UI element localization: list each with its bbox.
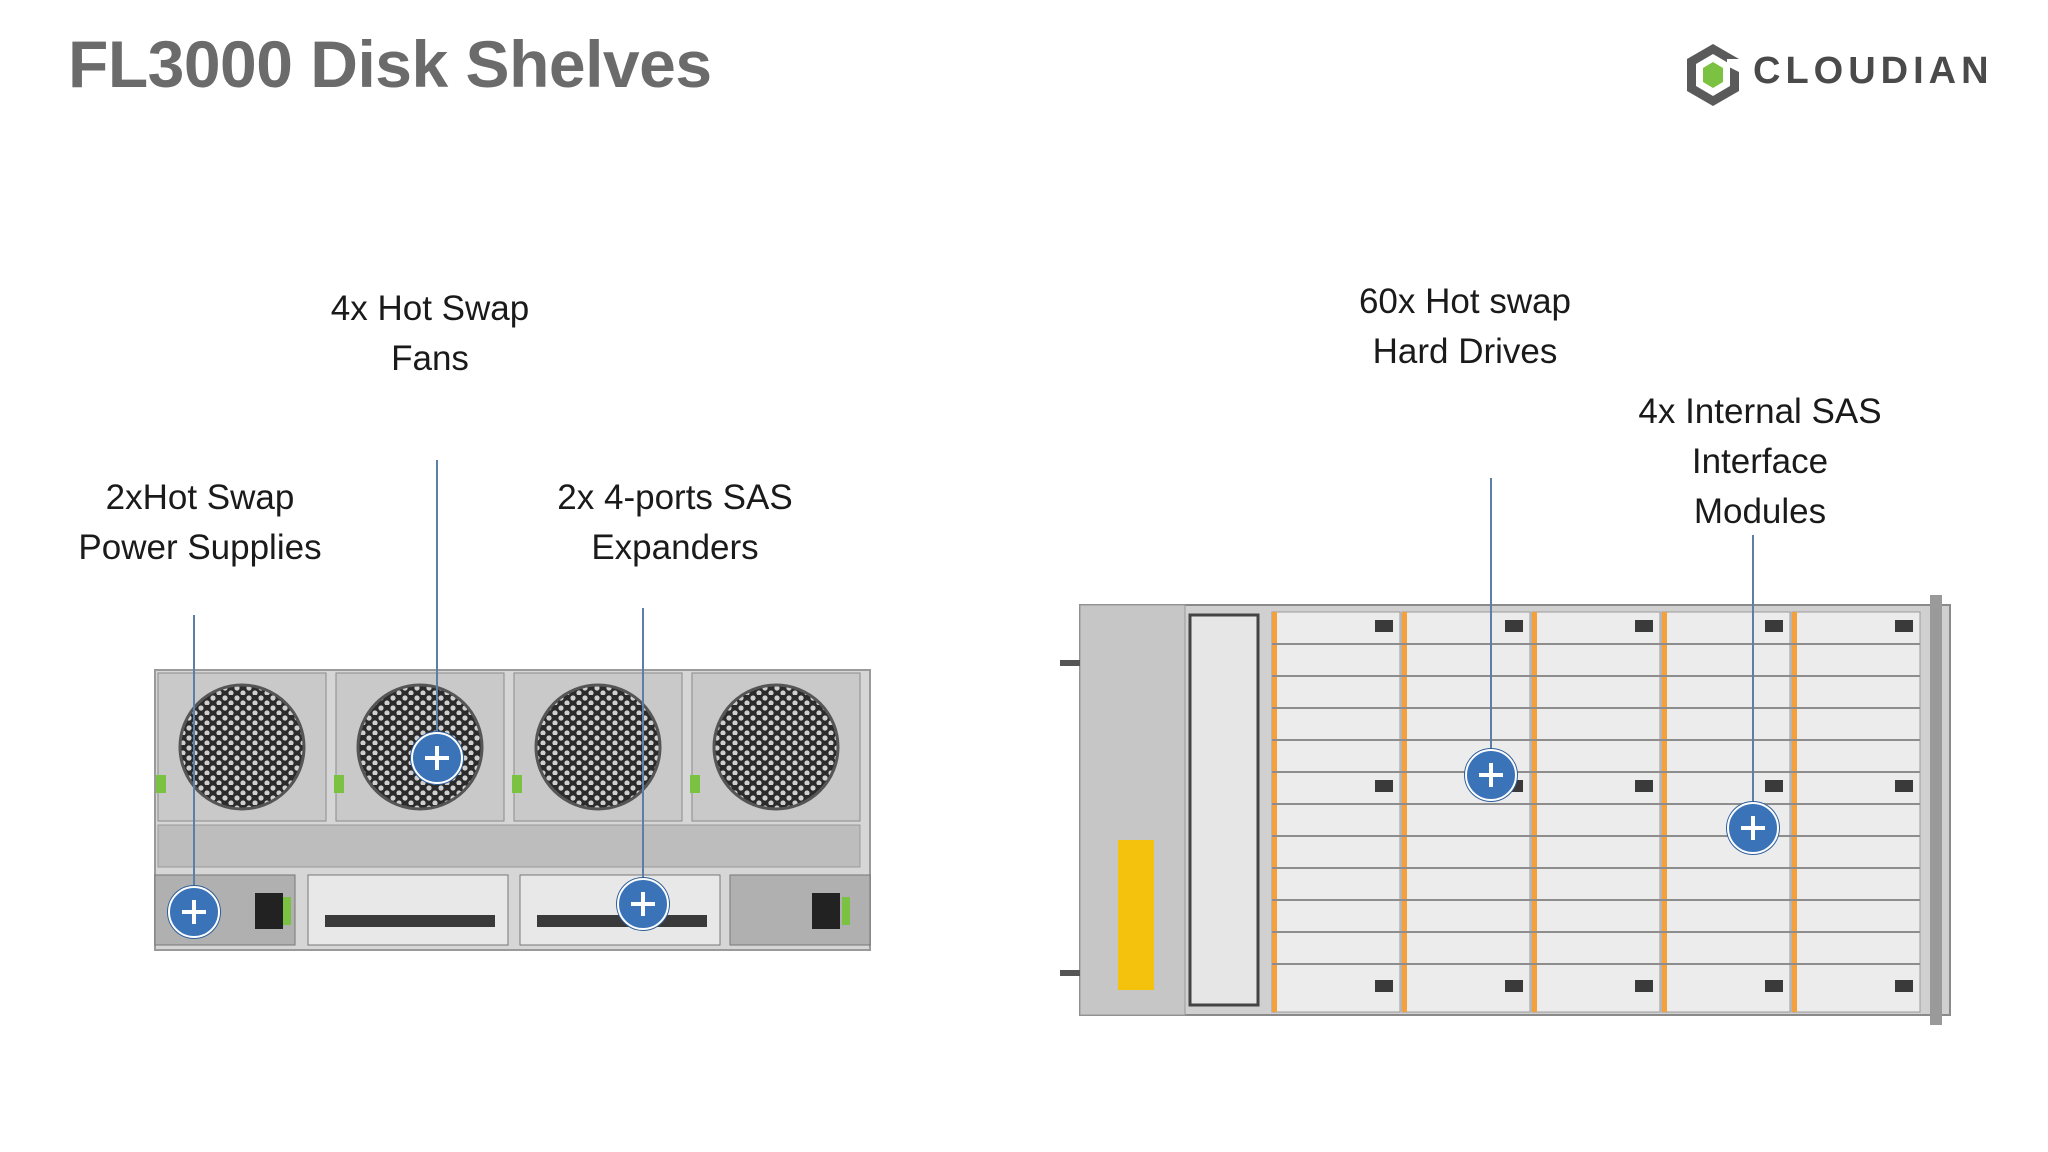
page-title: FL3000 Disk Shelves [68,27,712,101]
drives-callout-line [1490,478,1492,770]
sas-modules-hotspot[interactable] [1727,802,1779,854]
fans-hotspot[interactable] [411,732,463,784]
hard-drives-hotspot[interactable] [1465,749,1517,801]
cloudian-logo: CLOUDIAN [1683,42,2023,108]
drives-label-line2: Hard Drives [1372,332,1558,371]
power-callout-line [193,615,195,905]
sas-expanders-hotspot[interactable] [617,878,669,930]
fans-label-line1: 4x Hot Swap [330,289,530,328]
top-chassis-image [1060,595,1951,1025]
power-label-line2: Power Supplies [78,528,322,567]
expanders-label-line1: 2x 4-ports SAS [557,478,793,517]
sas-modules-callout-line [1752,535,1754,825]
sas-modules-label-line2: Interface [1691,442,1829,481]
sas-expanders-label: 2x 4-ports SAS Expanders [540,473,810,573]
fans-label-line2: Fans [391,339,469,378]
sas-modules-label: 4x Internal SAS Interface Modules [1620,387,1900,537]
fans-callout-line [436,460,438,750]
sas-modules-label-line3: Modules [1693,492,1827,531]
logo-text: CLOUDIAN [1753,50,1994,92]
drives-label-line1: 60x Hot swap [1358,282,1572,321]
expanders-callout-line [642,608,644,898]
rear-chassis-image [154,669,871,951]
sas-modules-label-line1: 4x Internal SAS [1638,392,1882,431]
cloudian-logo-icon [1687,44,1739,106]
power-label-line1: 2xHot Swap [105,478,295,517]
power-supplies-label: 2xHot Swap Power Supplies [60,473,340,573]
fans-label: 4x Hot Swap Fans [310,284,550,384]
power-supplies-hotspot[interactable] [168,886,220,938]
hard-drives-label: 60x Hot swap Hard Drives [1340,277,1590,377]
expanders-label-line2: Expanders [591,528,759,567]
